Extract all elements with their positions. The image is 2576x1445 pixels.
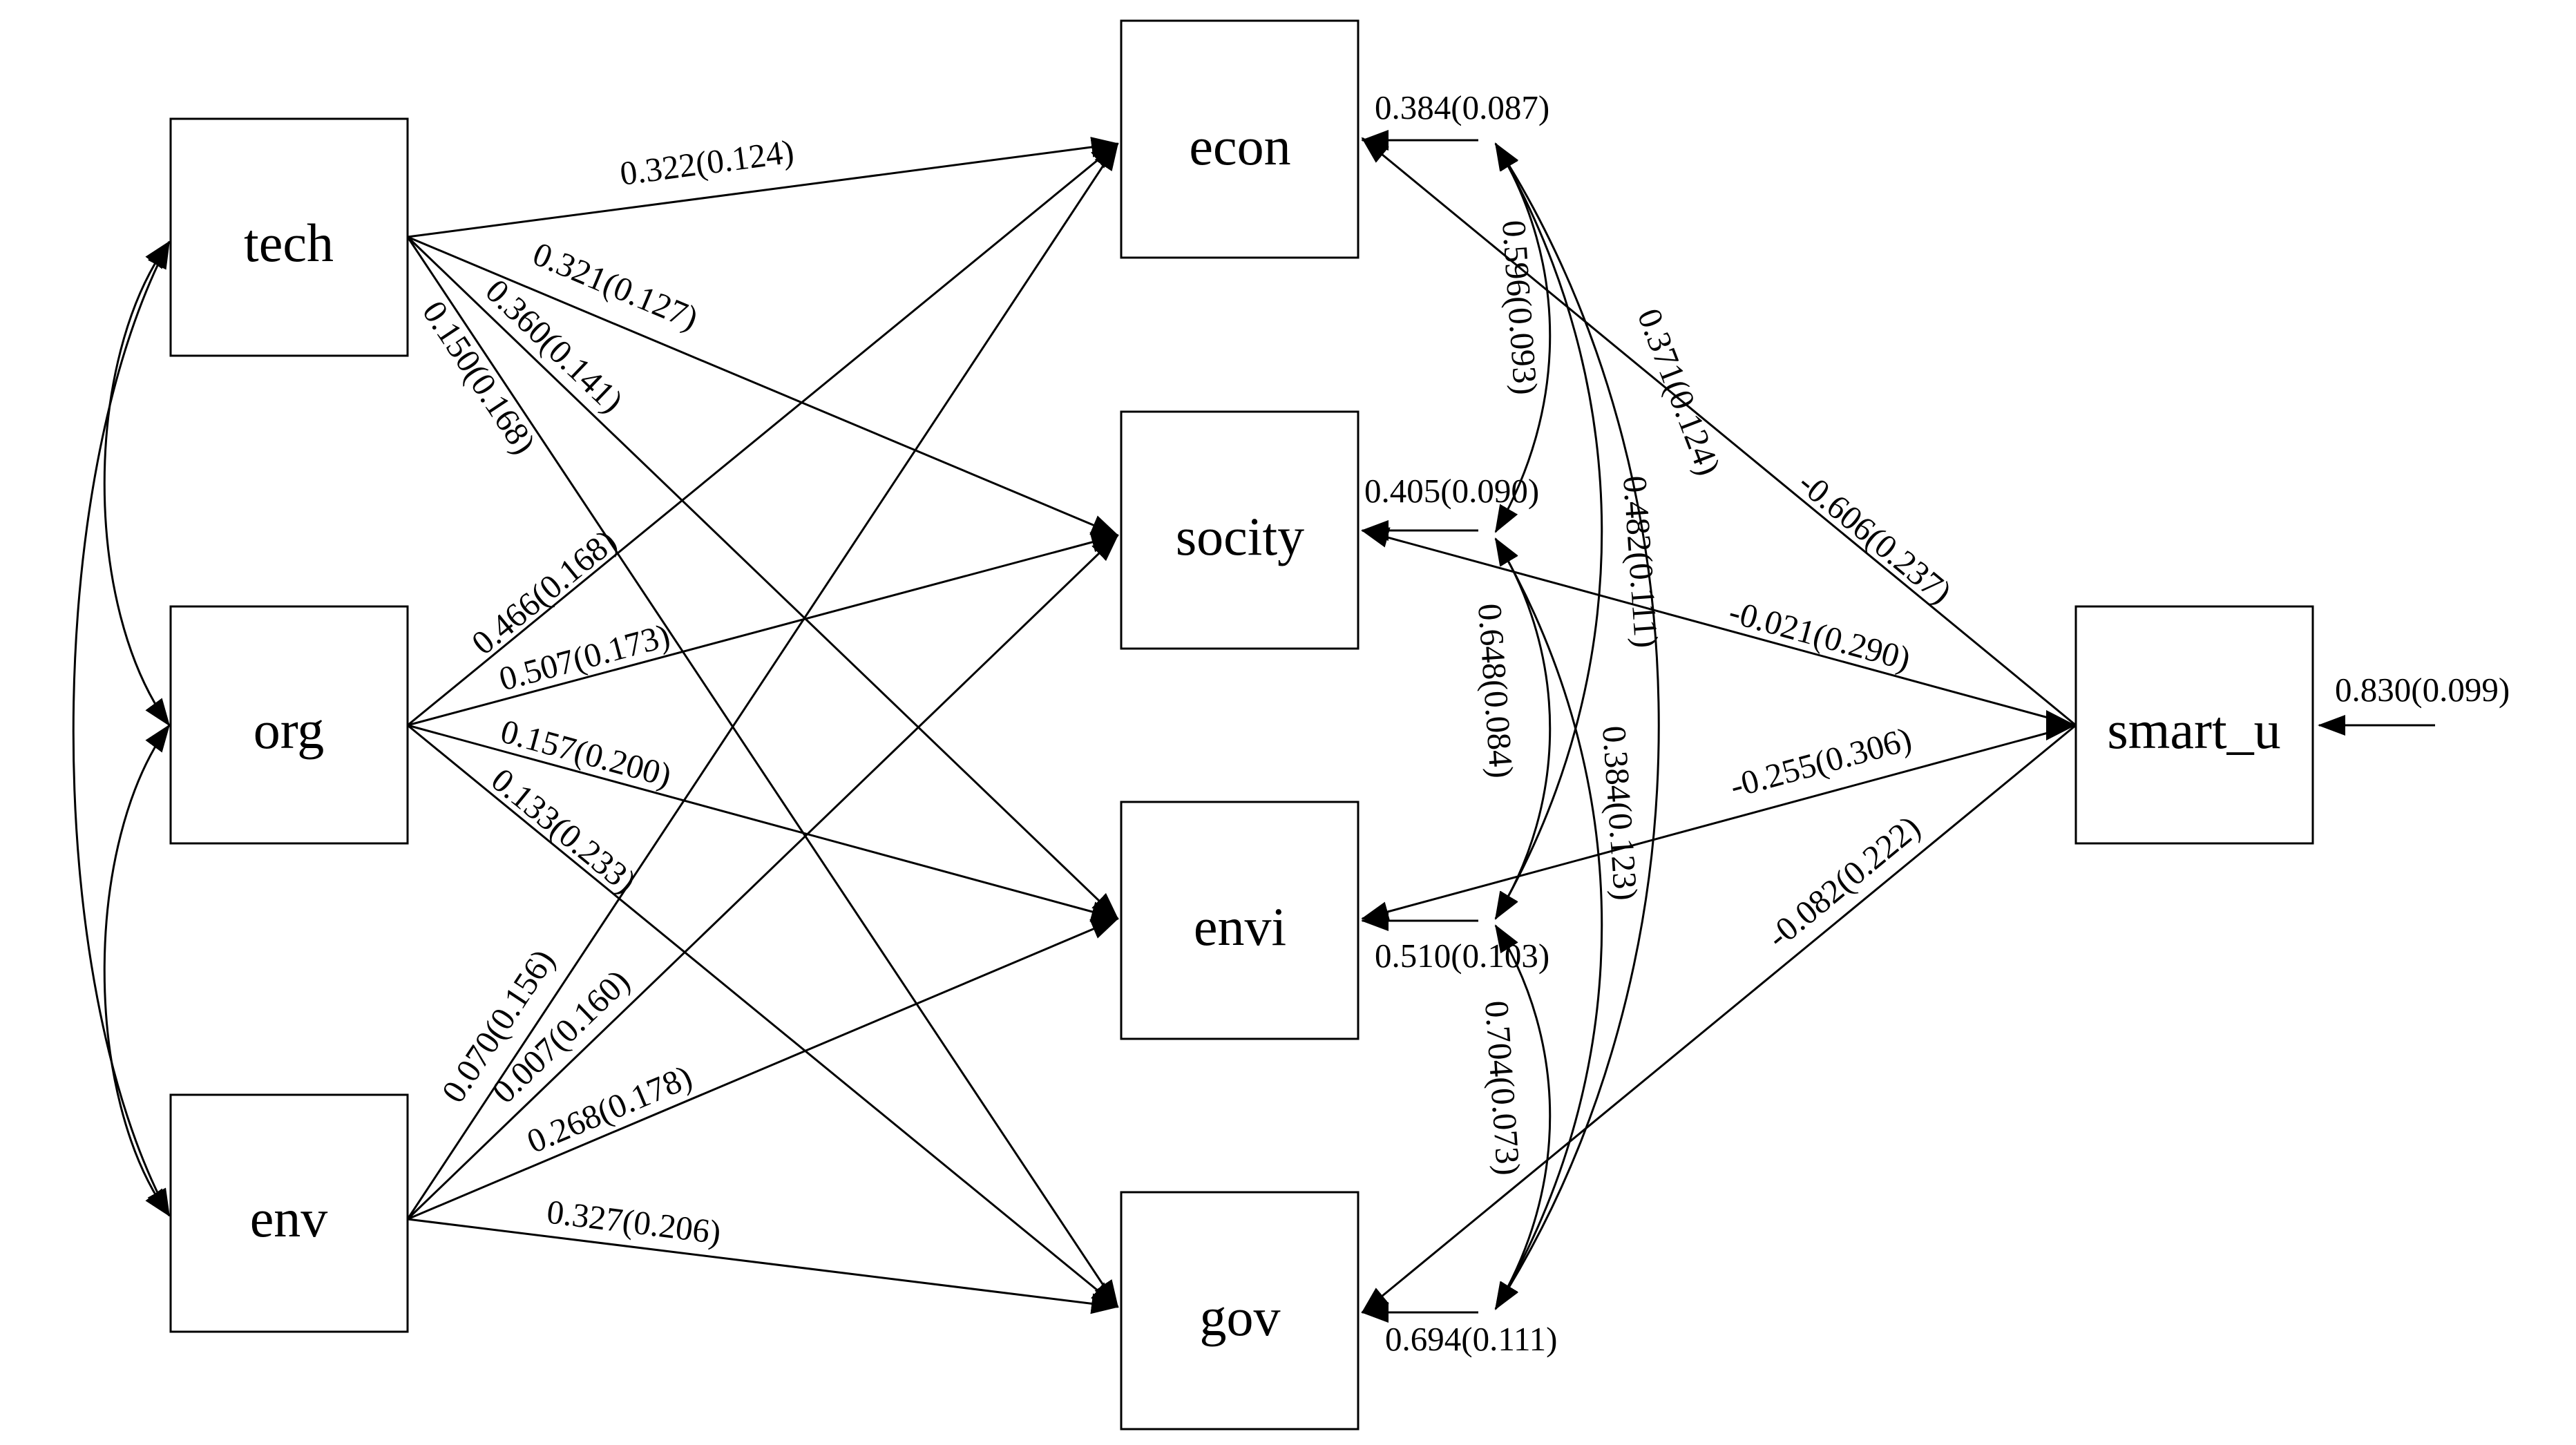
label-smartu-envi: -0.255(0.306): [1726, 720, 1915, 805]
edge-smartu-socity: [1361, 527, 2077, 727]
cov-label-socity-gov: 0.384(0.123): [1595, 725, 1645, 901]
node-org-label: org: [254, 700, 325, 760]
node-smart-u-label: smart_u: [2107, 700, 2280, 760]
residual-label-econ: 0.384(0.087): [1375, 88, 1549, 126]
label-tech-econ: 0.322(0.124): [618, 132, 796, 193]
node-smart-u: smart_u: [2074, 605, 2314, 845]
cov-label-envi-gov: 0.704(0.073): [1478, 999, 1528, 1176]
residual-labels: 0.384(0.087) 0.405(0.090) 0.510(0.103) 0…: [1364, 88, 2510, 1358]
node-envi: envi: [1120, 801, 1359, 1040]
edge-tech-econ: [407, 137, 1119, 238]
node-tech: tech: [169, 117, 409, 357]
cov-socity-envi: [1494, 537, 1552, 920]
node-envi-label: envi: [1194, 897, 1286, 957]
edge-org-gov: [407, 724, 1119, 1308]
edge-env-socity: [406, 534, 1119, 1221]
node-socity-label: socity: [1176, 506, 1304, 566]
edge-smartu-econ: [1361, 137, 2077, 727]
cov-econ-envi: [1494, 142, 1603, 920]
node-gov-label: gov: [1200, 1287, 1281, 1347]
node-socity: socity: [1120, 410, 1359, 650]
cov-label-socity-envi: 0.648(0.084): [1471, 602, 1521, 779]
residual-label-socity: 0.405(0.090): [1364, 472, 1539, 510]
label-smartu-econ: -0.606(0.237): [1791, 463, 1959, 611]
cov-label-econ-gov: 0.371(0.124): [1630, 303, 1728, 480]
edge-tech-gov: [406, 236, 1119, 1308]
node-econ: econ: [1120, 19, 1359, 259]
cov-econ-socity: [1494, 142, 1552, 533]
edge-env-econ: [406, 142, 1119, 1220]
cov-econ-gov: [1494, 142, 1660, 1310]
cov-label-econ-socity: 0.596(0.093): [1495, 219, 1545, 396]
edge-smartu-envi: [1361, 724, 2077, 922]
cov-envi-gov: [1494, 924, 1552, 1310]
residual-label-envi: 0.510(0.103): [1375, 937, 1549, 975]
path-edges: [72, 130, 2435, 1323]
label-smartu-socity: -0.021(0.290): [1725, 593, 1914, 678]
residual-label-smart-u: 0.830(0.099): [2335, 671, 2510, 709]
label-smartu-gov: -0.082(0.222): [1759, 808, 1927, 956]
edge-org-econ: [407, 142, 1119, 727]
residual-label-gov: 0.694(0.111): [1385, 1320, 1558, 1358]
cov-org-env: [103, 724, 171, 1217]
path-labels: 0.322(0.124) 0.321(0.127) 0.360(0.141) 0…: [415, 132, 1959, 1251]
edge-env-envi: [407, 917, 1119, 1221]
cov-label-econ-envi: 0.482(0.111): [1616, 475, 1666, 649]
node-econ-label: econ: [1189, 116, 1290, 176]
edge-smartu-gov: [1361, 724, 2077, 1314]
cov-tech-org: [103, 240, 171, 727]
cov-socity-gov: [1494, 537, 1603, 1310]
label-env-gov: 0.327(0.206): [545, 1192, 723, 1251]
node-env-label: env: [250, 1188, 328, 1248]
edge-org-envi: [407, 724, 1119, 922]
edge-tech-socity: [407, 236, 1119, 537]
node-tech-label: tech: [244, 213, 334, 273]
cov-tech-env: [72, 240, 171, 1217]
node-env: env: [169, 1093, 409, 1333]
smartu-arrowhead: [2046, 710, 2076, 740]
edge-env-gov: [407, 1218, 1119, 1314]
nodes: tech org env econ socity envi gov smart: [169, 19, 2314, 1430]
node-org: org: [169, 605, 409, 845]
edge-tech-envi: [406, 236, 1119, 920]
edge-org-socity: [407, 532, 1119, 727]
node-gov: gov: [1120, 1191, 1359, 1430]
